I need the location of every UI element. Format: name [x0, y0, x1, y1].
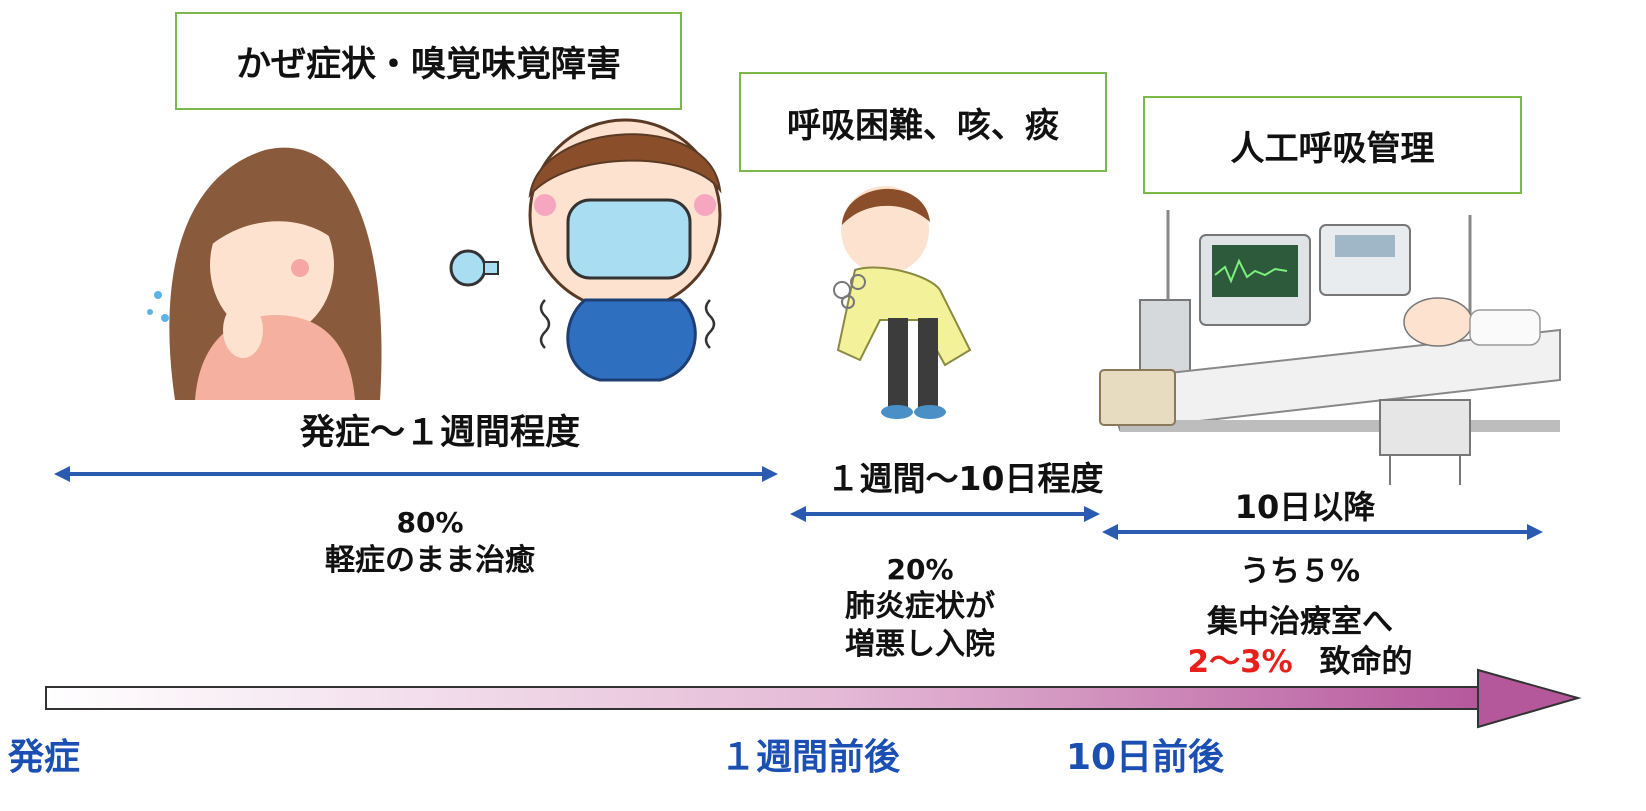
stage2-symptom-label: 呼吸困難、咳、痰 [787, 105, 1059, 146]
stage3-symptom-label: 人工呼吸管理 [1230, 128, 1435, 169]
timeline-week1-label: １週間前後 [719, 737, 900, 778]
outcome1-text: 軽症のまま治癒 [325, 543, 535, 578]
outcome2-percent: 20% [886, 553, 954, 586]
period1-label: 発症～１週間程度 [299, 413, 580, 453]
outcome3-fatal-row: 2～3% 致命的 [1150, 643, 1450, 682]
outcome1-percent: 80% [396, 506, 464, 539]
stage2-symptom-box: 呼吸困難、咳、痰 [739, 72, 1107, 172]
fatal-percent: 2～3% [1187, 644, 1293, 680]
timeline-arrow [45, 668, 1582, 729]
stage1-symptom-box: かぜ症状・嗅覚味覚障害 [175, 12, 682, 110]
outcome3-percent: うち５% [1239, 554, 1361, 589]
period3-label: 10日以降 [1234, 488, 1376, 526]
stage1-symptom-label: かぜ症状・嗅覚味覚障害 [235, 44, 621, 85]
stage3-symptom-box: 人工呼吸管理 [1143, 96, 1522, 194]
period2-label: １週間～10日程度 [826, 459, 1104, 498]
coughing-woman-illustration [135, 147, 385, 400]
timeline-day10-label: 10日前後 [1065, 737, 1225, 778]
icu-bed-illustration [1099, 210, 1561, 485]
breathless-boy-illustration [833, 186, 972, 419]
outcome3-line1: 集中治療室へ [1207, 604, 1393, 640]
masked-boy-illustration [449, 118, 722, 382]
outcome2-line2: 増悪し入院 [845, 627, 995, 662]
outcome2-line1: 肺炎症状が [845, 589, 995, 624]
fatal-text: 致命的 [1319, 644, 1413, 680]
timeline-start-label: 発症 [8, 737, 81, 778]
